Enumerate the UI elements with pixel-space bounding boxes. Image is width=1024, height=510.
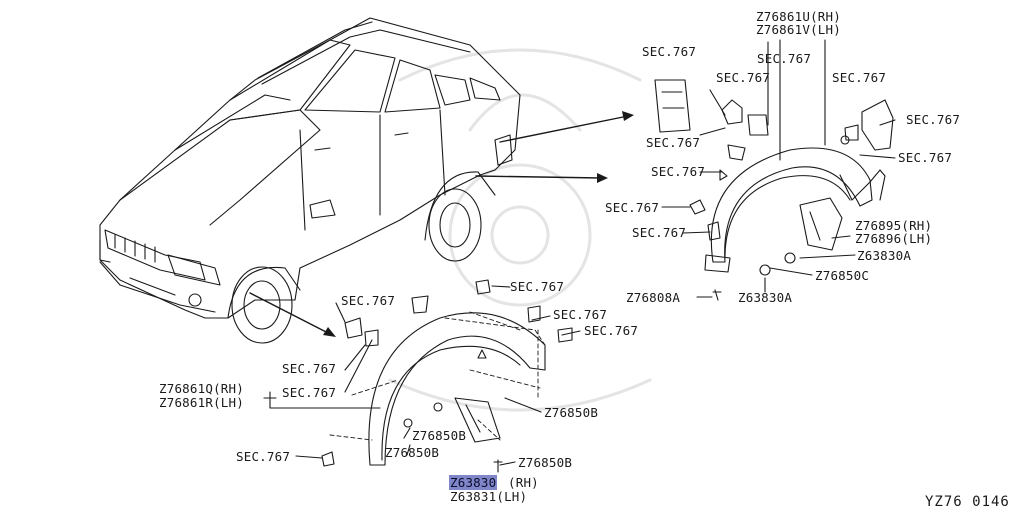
part-label-moulding-front-lh: Z76861R(LH) [159, 395, 244, 410]
section-ref-label: SEC.767 [282, 385, 337, 400]
part-label-clip-b: Z76850B [412, 428, 467, 443]
section-ref-label: SEC.767 [605, 200, 660, 215]
rear-arch-assembly [654, 39, 896, 301]
part-label-bolt-a: Z76808A [626, 290, 681, 305]
highlight-part-number: Z63830 [449, 475, 498, 490]
section-ref-label: SEC.767 [510, 279, 565, 294]
diagram-id: YZ76 0146 [925, 494, 1010, 510]
section-ref-label: SEC.767 [651, 164, 706, 179]
part-label-clip-b: Z76850B [518, 455, 573, 470]
section-ref-label: SEC.767 [716, 70, 771, 85]
part-label-screw-a: Z63830A [857, 248, 912, 263]
part-label-moulding-rear-rh: Z76861U(RH) [756, 9, 841, 24]
part-label-clip-b: Z76850B [385, 445, 440, 460]
watermark-emblem [388, 48, 652, 412]
part-label-screw-a: Z63830A [738, 290, 793, 305]
section-ref-label: SEC.767 [236, 449, 291, 464]
part-label-screw-rh: Z63830 [449, 475, 498, 490]
section-ref-label: SEC.767 [632, 225, 687, 240]
part-label-screw-rh-suffix: (RH) [508, 475, 539, 490]
part-label-mudguard-rh: Z76895(RH) [855, 218, 933, 233]
section-ref-label: SEC.767 [906, 112, 961, 127]
section-ref-label: SEC.767 [341, 293, 396, 308]
section-ref-label: SEC.767 [832, 70, 887, 85]
section-ref-label: SEC.767 [282, 361, 337, 376]
section-ref-label: SEC.767 [642, 44, 697, 59]
front-arch-assembly [263, 279, 581, 473]
part-label-clip-c: Z76850C [815, 268, 870, 283]
part-label-screw-lh: Z63831(LH) [450, 489, 528, 504]
section-ref-label: SEC.767 [646, 135, 701, 150]
section-ref-label: SEC.767 [898, 150, 953, 165]
part-label-clip-b: Z76850B [544, 405, 599, 420]
part-label-moulding-front-rh: Z76861Q(RH) [159, 381, 244, 396]
section-ref-label: SEC.767 [584, 323, 639, 338]
pointer-arrows [249, 115, 629, 335]
part-label-moulding-rear-lh: Z76861V(LH) [756, 22, 841, 37]
section-ref-label: SEC.767 [553, 307, 608, 322]
section-ref-label: SEC.767 [757, 51, 812, 66]
vehicle-illustration [99, 17, 521, 344]
part-label-mudguard-lh: Z76896(LH) [855, 231, 933, 246]
